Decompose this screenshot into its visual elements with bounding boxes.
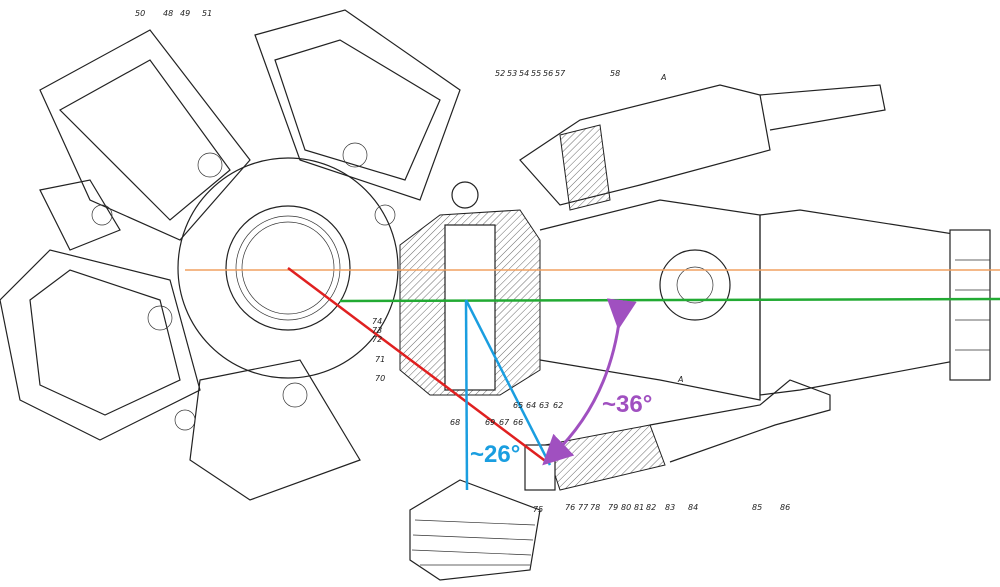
part-label: 66 [513,418,523,427]
part-label: 81 [634,503,644,512]
part-label: 78 [590,503,600,512]
cylinder-left-upper [39,179,121,251]
part-label: 79 [608,503,618,512]
part-label: 64 [526,401,536,410]
part-label: 77 [578,503,589,512]
bellows-ribs [411,519,536,566]
part-label: 85 [752,503,762,512]
blue-vertical-line [464,299,469,491]
actuator-rod [759,84,886,131]
bolt-boss [174,409,196,431]
cylinder-left [0,249,201,441]
cylinder-top-left-inner [59,59,231,221]
part-label: 76 [565,503,575,512]
bearing-ring [235,215,341,321]
part-label: 49 [180,9,190,18]
bolt-boss [342,142,368,168]
part-label: 73 [372,326,382,335]
part-label: 56 [543,69,553,78]
bolt-boss [91,204,113,226]
part-label: 67 [499,418,510,427]
red-line [287,267,549,464]
blue-angle-label: ~26° [470,441,520,468]
section-mark-top: A [660,73,666,82]
actuator-section [559,124,611,211]
part-label: 63 [539,401,549,410]
cylinder-left-inner [29,269,181,416]
part-label: 72 [372,335,382,344]
purple-angle-label: ~36° [602,391,652,418]
part-label: 80 [621,503,631,512]
strut-arm [649,379,831,463]
actuator-body [519,84,771,206]
part-label: 84 [688,503,698,512]
bolt-boss [374,204,396,226]
bolt-boss [282,382,308,408]
part-label: 65 [513,401,523,410]
hub-flange [659,249,731,321]
part-labels: 50 48 49 51 52 53 54 55 56 57 58 74 73 7… [135,9,790,514]
part-label: 52 [495,69,505,78]
part-label: 71 [375,355,385,364]
cylinder-bottom [189,359,361,501]
cylinder-top [254,9,461,201]
section-mark-bottom: A [677,375,683,384]
part-label: 58 [610,69,620,78]
crankcase-outer-ring [177,157,399,379]
part-label: 70 [375,374,385,383]
part-label: 86 [780,503,790,512]
bearing-ring-inner [241,221,335,315]
output-housing [759,209,961,396]
part-label: 55 [531,69,541,78]
part-label: 62 [553,401,563,410]
crankcase [91,142,399,431]
fork-slots [955,259,990,351]
part-label: 82 [646,503,656,512]
strut-end-fitting [524,444,556,491]
cylinder-group [0,9,461,501]
cylinder-top-inner [274,39,441,181]
part-label: 74 [372,317,382,326]
bolt-boss [147,305,173,331]
crankcase-bore [225,205,351,331]
part-label: 75 [533,505,543,514]
part-label: 54 [519,69,529,78]
bellows [409,479,541,581]
part-label: 69 [485,418,495,427]
blue-angled-line [464,299,552,466]
bolt-boss [197,152,223,178]
part-label: 53 [507,69,517,78]
upper-actuator [451,84,886,211]
strut-cylinder-section [544,424,666,491]
part-label: 51 [202,9,212,18]
part-label: 68 [450,418,460,427]
part-label: 57 [555,69,566,78]
actuator-pivot [451,181,479,209]
green-reference-line [339,297,1000,303]
part-label: 83 [665,503,675,512]
part-label: 48 [163,9,173,18]
purple-angle-arrow [542,298,637,466]
part-label: 50 [135,9,145,18]
cylinder-top-left [39,29,251,241]
hub-center [676,266,714,304]
output-fork [949,229,991,381]
